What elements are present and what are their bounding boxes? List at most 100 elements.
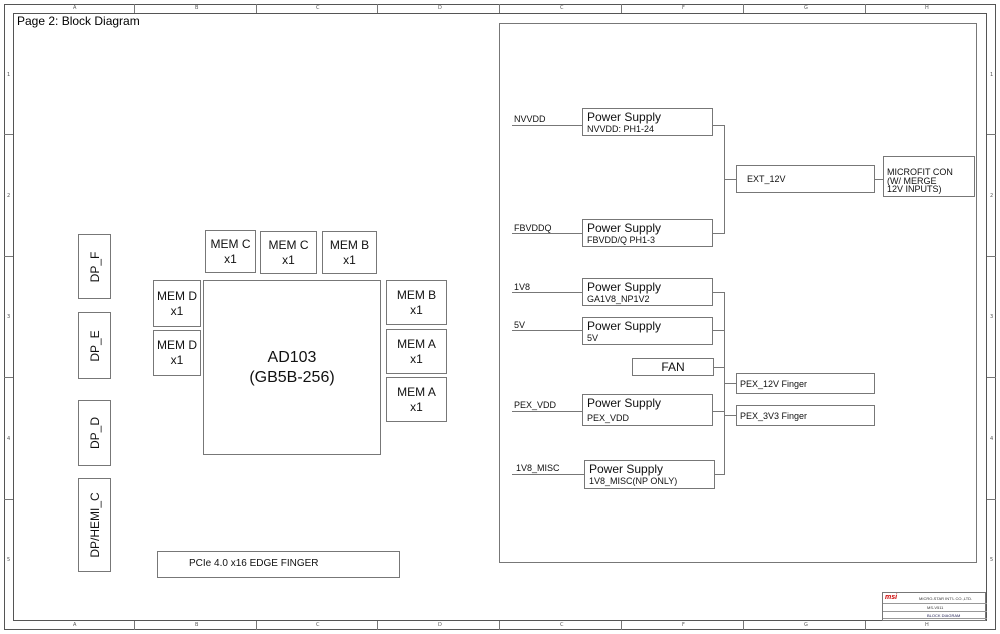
mem-c-2-box: MEM C x1 [260,231,317,274]
power-supply-sub: 5V [587,333,599,343]
sheet-title: BLOCK DIAGRAM [927,613,961,618]
ruler-col-label: G [804,622,808,628]
mem-b-1-box: MEM B x1 [322,231,377,274]
ruler-col-label: G [804,5,808,11]
ruler-row-label: 2 [7,193,11,199]
rail-label-5v: 5V [514,320,526,330]
mem-count: x1 [343,252,356,267]
rail-label-pex-vdd: PEX_VDD [514,400,557,410]
ruler-col-label: C [316,622,320,628]
power-supply-title: Power Supply [589,462,664,476]
gpu-chip-box: AD103 (GB5B-256) [203,280,381,455]
ruler-tick [377,621,378,630]
ruler-col-label: C [560,622,564,628]
power-supply-1v8-misc: Power Supply 1V8_MISC(NP ONLY) [584,460,715,489]
power-supply-1v8: Power Supply GA1V8_NP1V2 [582,278,713,306]
mem-label: MEM D [157,288,197,303]
power-supply-title: Power Supply [587,280,662,294]
microfit-label-1: MICROFIT CON [887,167,953,177]
mem-count: x1 [170,303,184,318]
rail-line [512,125,582,126]
ruler-tick [987,134,996,135]
ruler-tick [499,4,500,13]
power-supply-sub: NVVDD: PH1-24 [587,124,655,134]
ruler-col-label: B [195,5,199,11]
ruler-tick [4,499,13,500]
ruler-tick [987,377,996,378]
bus-line [713,411,724,412]
dp-e-box: DP_E [78,312,111,379]
bus-line [724,383,736,384]
ruler-tick [621,4,622,13]
ruler-tick [987,499,996,500]
bus-line [724,179,736,180]
mem-label: MEM D [157,338,197,352]
mem-b-2-box: MEM B x1 [386,280,447,325]
bus-line [875,179,883,180]
mem-label: MEM B [329,237,370,252]
pex-12v-finger-box: PEX_12V Finger [736,373,875,394]
ruler-tick [865,4,866,13]
dp-d-label: DP_D [87,416,102,450]
mem-count: x1 [410,302,423,317]
bus-line [724,415,736,416]
ruler-tick [134,621,135,630]
ruler-col-label: C [316,5,320,11]
page-title: Page 2: Block Diagram [17,14,140,28]
pcie-edge-finger-box: PCIe 4.0 x16 EDGE FINGER [157,551,400,578]
power-supply-sub: PEX_VDD [587,413,630,423]
ext-12v-label: EXT_12V [747,174,786,184]
mem-a-2-box: MEM A x1 [386,377,447,422]
ruler-row-label: 4 [990,436,994,442]
ext-12v-box: EXT_12V [736,165,875,193]
power-supply-sub: FBVDD/Q PH1-3 [587,235,656,245]
company-name: MICRO-STAR INT'L CO.,LTD. [919,596,973,601]
power-supply-sub: GA1V8_NP1V2 [587,294,650,304]
ruler-row-label: 1 [990,72,994,78]
dp-d-box: DP_D [78,400,111,466]
dp-e-label: DP_E [87,329,102,362]
mem-count: x1 [410,399,423,414]
bus-line [714,367,724,368]
rail-line [512,233,582,234]
title-block-rule [883,618,987,619]
rail-line [512,411,582,412]
ruler-col-label: H [925,5,929,11]
title-block-rule [883,611,987,612]
ruler-col-label: B [195,622,199,628]
bus-line [713,330,724,331]
ruler-col-label: H [925,622,929,628]
inner-frame [13,13,987,621]
power-supply-title: Power Supply [587,396,662,410]
rail-label-1v8-misc: 1V8_MISC [516,463,560,473]
dp-f-box: DP_F [78,234,111,299]
ruler-row-label: 5 [990,557,994,563]
ruler-tick [134,4,135,13]
mem-label: MEM A [397,384,436,399]
ruler-tick [865,621,866,630]
microfit-label-2: (W/ MERGE [887,176,937,186]
gpu-name: AD103 [267,348,317,366]
ruler-tick [4,256,13,257]
pex-12v-label: PEX_12V Finger [740,378,808,389]
bus-line [713,292,724,293]
power-supply-fbvddq: Power Supply FBVDD/Q PH1-3 [582,219,713,247]
pex-3v3-label: PEX_3V3 Finger [740,410,808,421]
mem-c-1-box: MEM C x1 [205,230,256,273]
ruler-col-label: F [682,622,685,628]
outer-frame [4,4,996,630]
microfit-connector-box: MICROFIT CON (W/ MERGE 12V INPUTS) [883,156,975,197]
dp-hdmi-c-box: DP/HEMI_C [78,478,111,572]
ruler-row-label: 3 [7,314,11,320]
ruler-row-label: 1 [7,72,11,78]
rail-label-nvvdd: NVVDD [514,114,546,124]
mem-d-2-box: MEM D x1 [153,330,201,376]
ruler-tick [4,377,13,378]
msi-logo: msi [885,594,898,601]
mem-label: MEM C [210,236,251,251]
rail-line [512,474,584,475]
ruler-col-label: D [438,5,442,11]
ruler-col-label: C [560,5,564,11]
mem-d-1-box: MEM D x1 [153,280,201,327]
dp-hdmi-c-label: DP/HEMI_C [87,492,102,558]
